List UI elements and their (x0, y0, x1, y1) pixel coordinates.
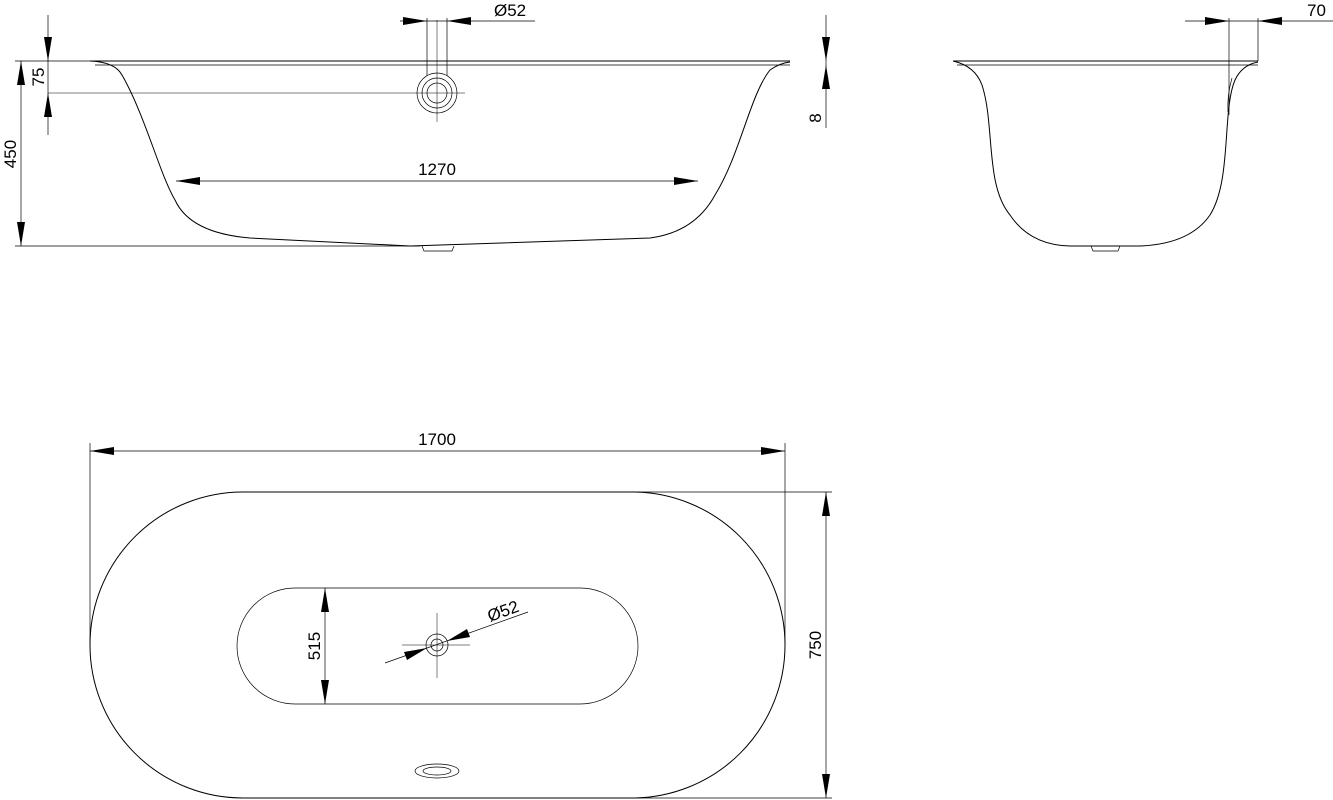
dim-overflow-arrow-left (403, 17, 427, 25)
dim-length-arrow-left (90, 447, 114, 455)
bottom-length-label: 1270 (418, 160, 456, 179)
overflow-diameter-label: Ø52 (494, 1, 526, 20)
dim-rim-arrow-bottom (822, 65, 830, 89)
dim-rim-width-arrow-right (1258, 17, 1282, 25)
rim-thickness-label: 8 (806, 113, 825, 122)
rim-to-overflow-label: 75 (29, 68, 48, 87)
dim-bottom-length-arrow-right (674, 177, 698, 185)
dim-rim-width-arrow-left (1205, 17, 1229, 25)
dim-length-arrow-right (761, 447, 785, 455)
end-tub-body (952, 60, 1259, 247)
rim-width-label: 70 (1307, 1, 1326, 20)
side-drain (421, 245, 455, 252)
dim-bottom-length-arrow-left (176, 177, 200, 185)
height-label: 450 (1, 140, 20, 168)
dim-inner-width-arrow-top (321, 588, 329, 612)
end-view: 70 (952, 1, 1333, 252)
dim-overflow-arrow-right (447, 17, 471, 25)
top-overflow-inner (422, 766, 452, 776)
dim-drain-arrow-right (447, 629, 470, 641)
dim-height-arrow-top (17, 61, 25, 85)
top-overflow-outer (414, 763, 460, 779)
top-inner-outline (236, 587, 639, 705)
overall-length-label: 1700 (418, 430, 456, 449)
drain-diameter-label: Ø52 (485, 597, 522, 626)
inner-width-label: 515 (305, 632, 324, 660)
dim-drain-arrow-left (404, 648, 427, 660)
dim-75-arrow-bottom (44, 93, 52, 117)
dim-height-arrow-bottom (17, 222, 25, 246)
overall-width-label: 750 (806, 631, 825, 659)
side-view: Ø52 450 75 1270 8 (1, 1, 830, 252)
side-tub-body (89, 60, 791, 247)
end-tub-inner-edge (1227, 77, 1233, 113)
dim-75-arrow-top (44, 37, 52, 61)
dim-rim-arrow-top (822, 37, 830, 61)
dim-inner-width-arrow-bottom (321, 680, 329, 704)
dim-width-arrow-bottom (822, 774, 830, 798)
dim-width-arrow-top (822, 492, 830, 516)
top-view: Ø52 1700 750 515 (89, 430, 832, 799)
end-drain (1090, 245, 1121, 252)
